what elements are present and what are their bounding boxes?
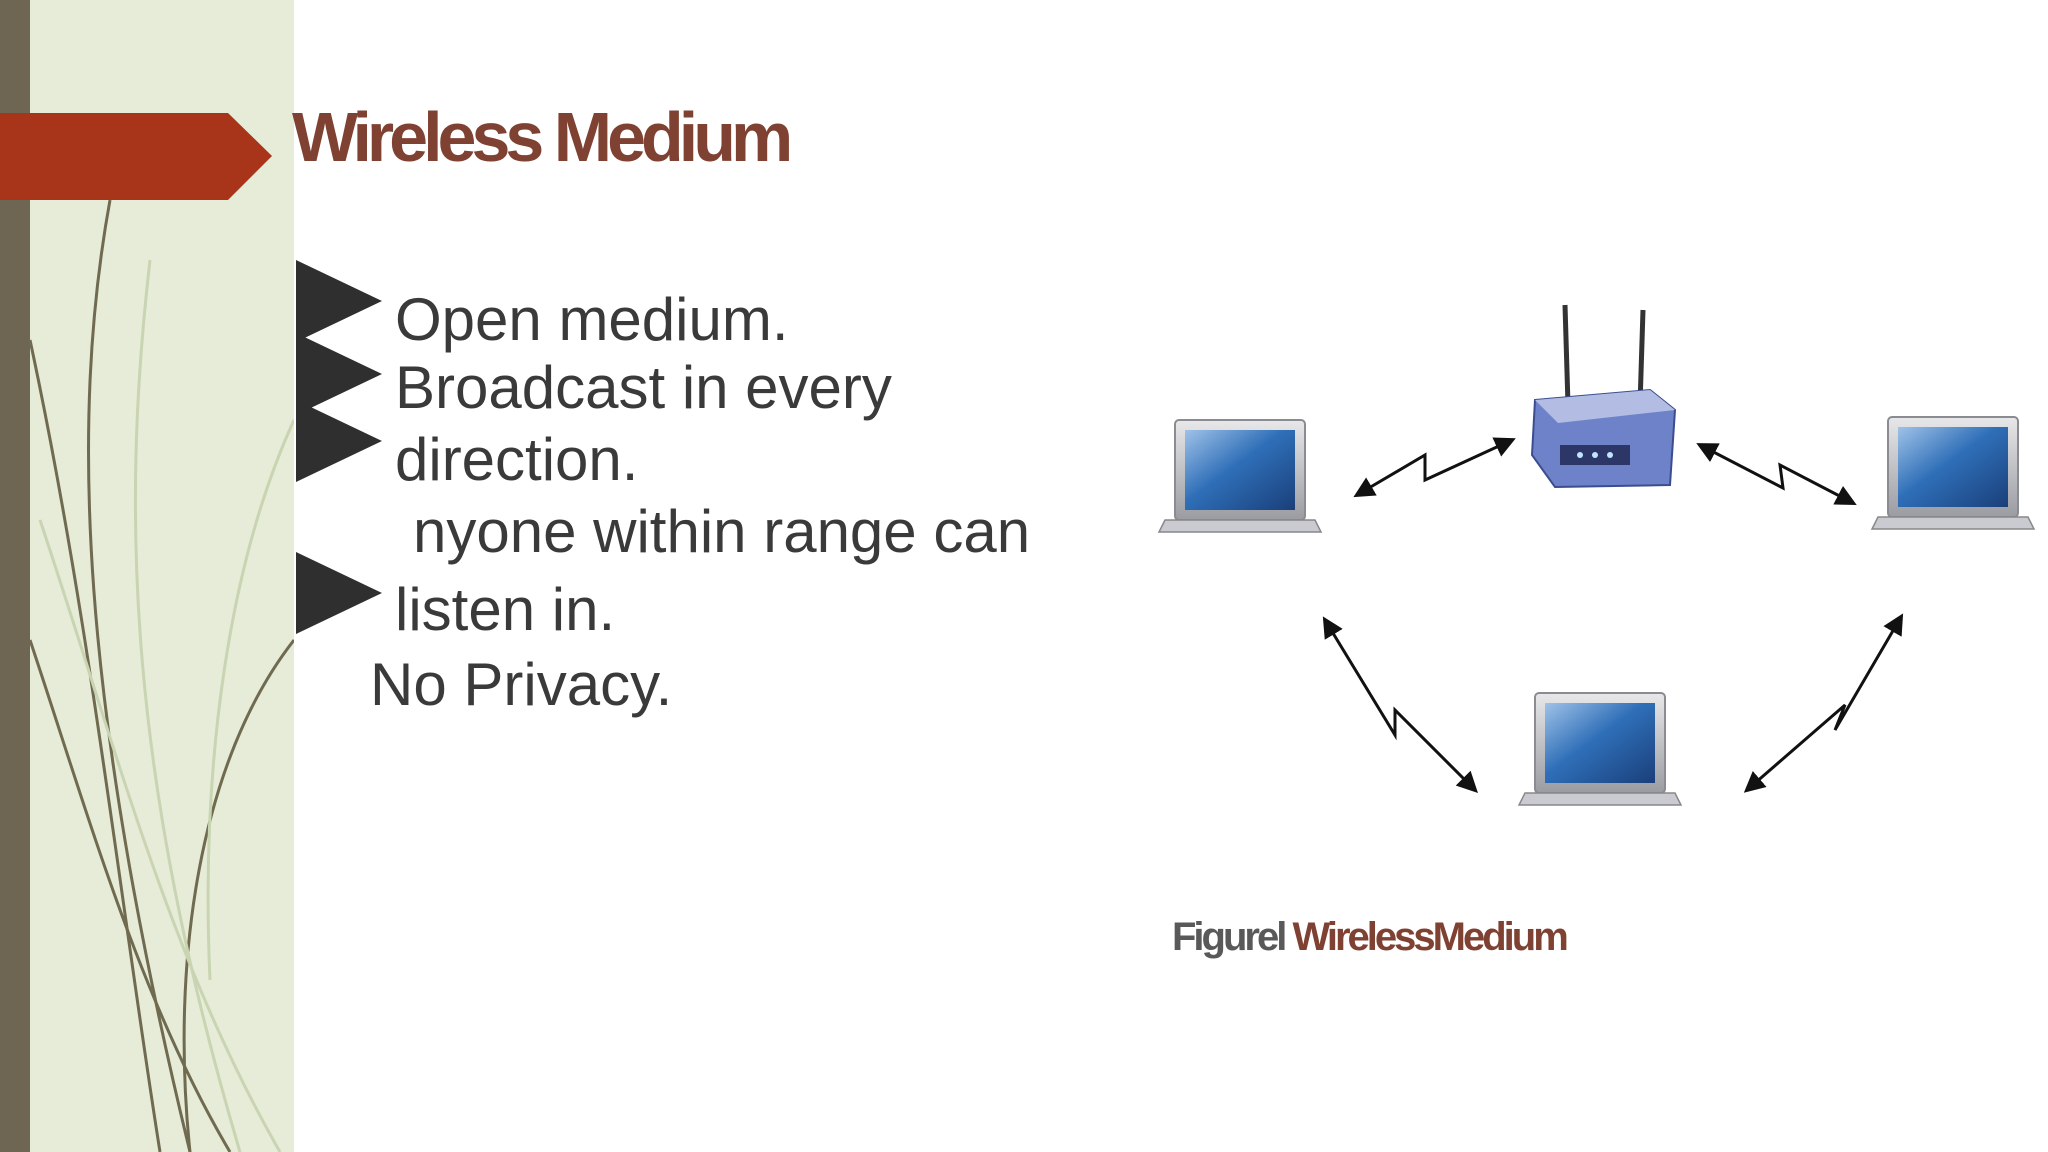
title-arrow-shape [0, 113, 272, 200]
laptop-icon [1870, 416, 2036, 530]
decorative-stems [28, 199, 294, 1152]
router-icon [1530, 304, 1677, 489]
bullet-arrow-icon [296, 260, 382, 342]
bullet-arrow-icon [296, 400, 382, 482]
slide-title: Wireless Medium [292, 98, 793, 176]
body-line: Open medium. [395, 286, 789, 353]
body-line: listen in. [395, 576, 616, 643]
figure-caption-title: WirelessMedium [1292, 915, 1568, 959]
figure-caption: Figurel WirelessMedium [1172, 915, 1569, 960]
laptop-icon [1157, 419, 1323, 533]
wireless-network-diagram [1157, 304, 2036, 806]
figure-caption-label: Figurel [1172, 915, 1287, 959]
body-line: direction. [395, 426, 639, 493]
laptop-icon [1517, 692, 1683, 806]
body-line: nyone within range can [413, 498, 1031, 565]
bullet-arrow-icon [296, 552, 382, 634]
bullet-arrow-icon [296, 333, 382, 415]
body-line: No Privacy. [370, 651, 673, 718]
body-line: Broadcast in every [395, 354, 892, 421]
